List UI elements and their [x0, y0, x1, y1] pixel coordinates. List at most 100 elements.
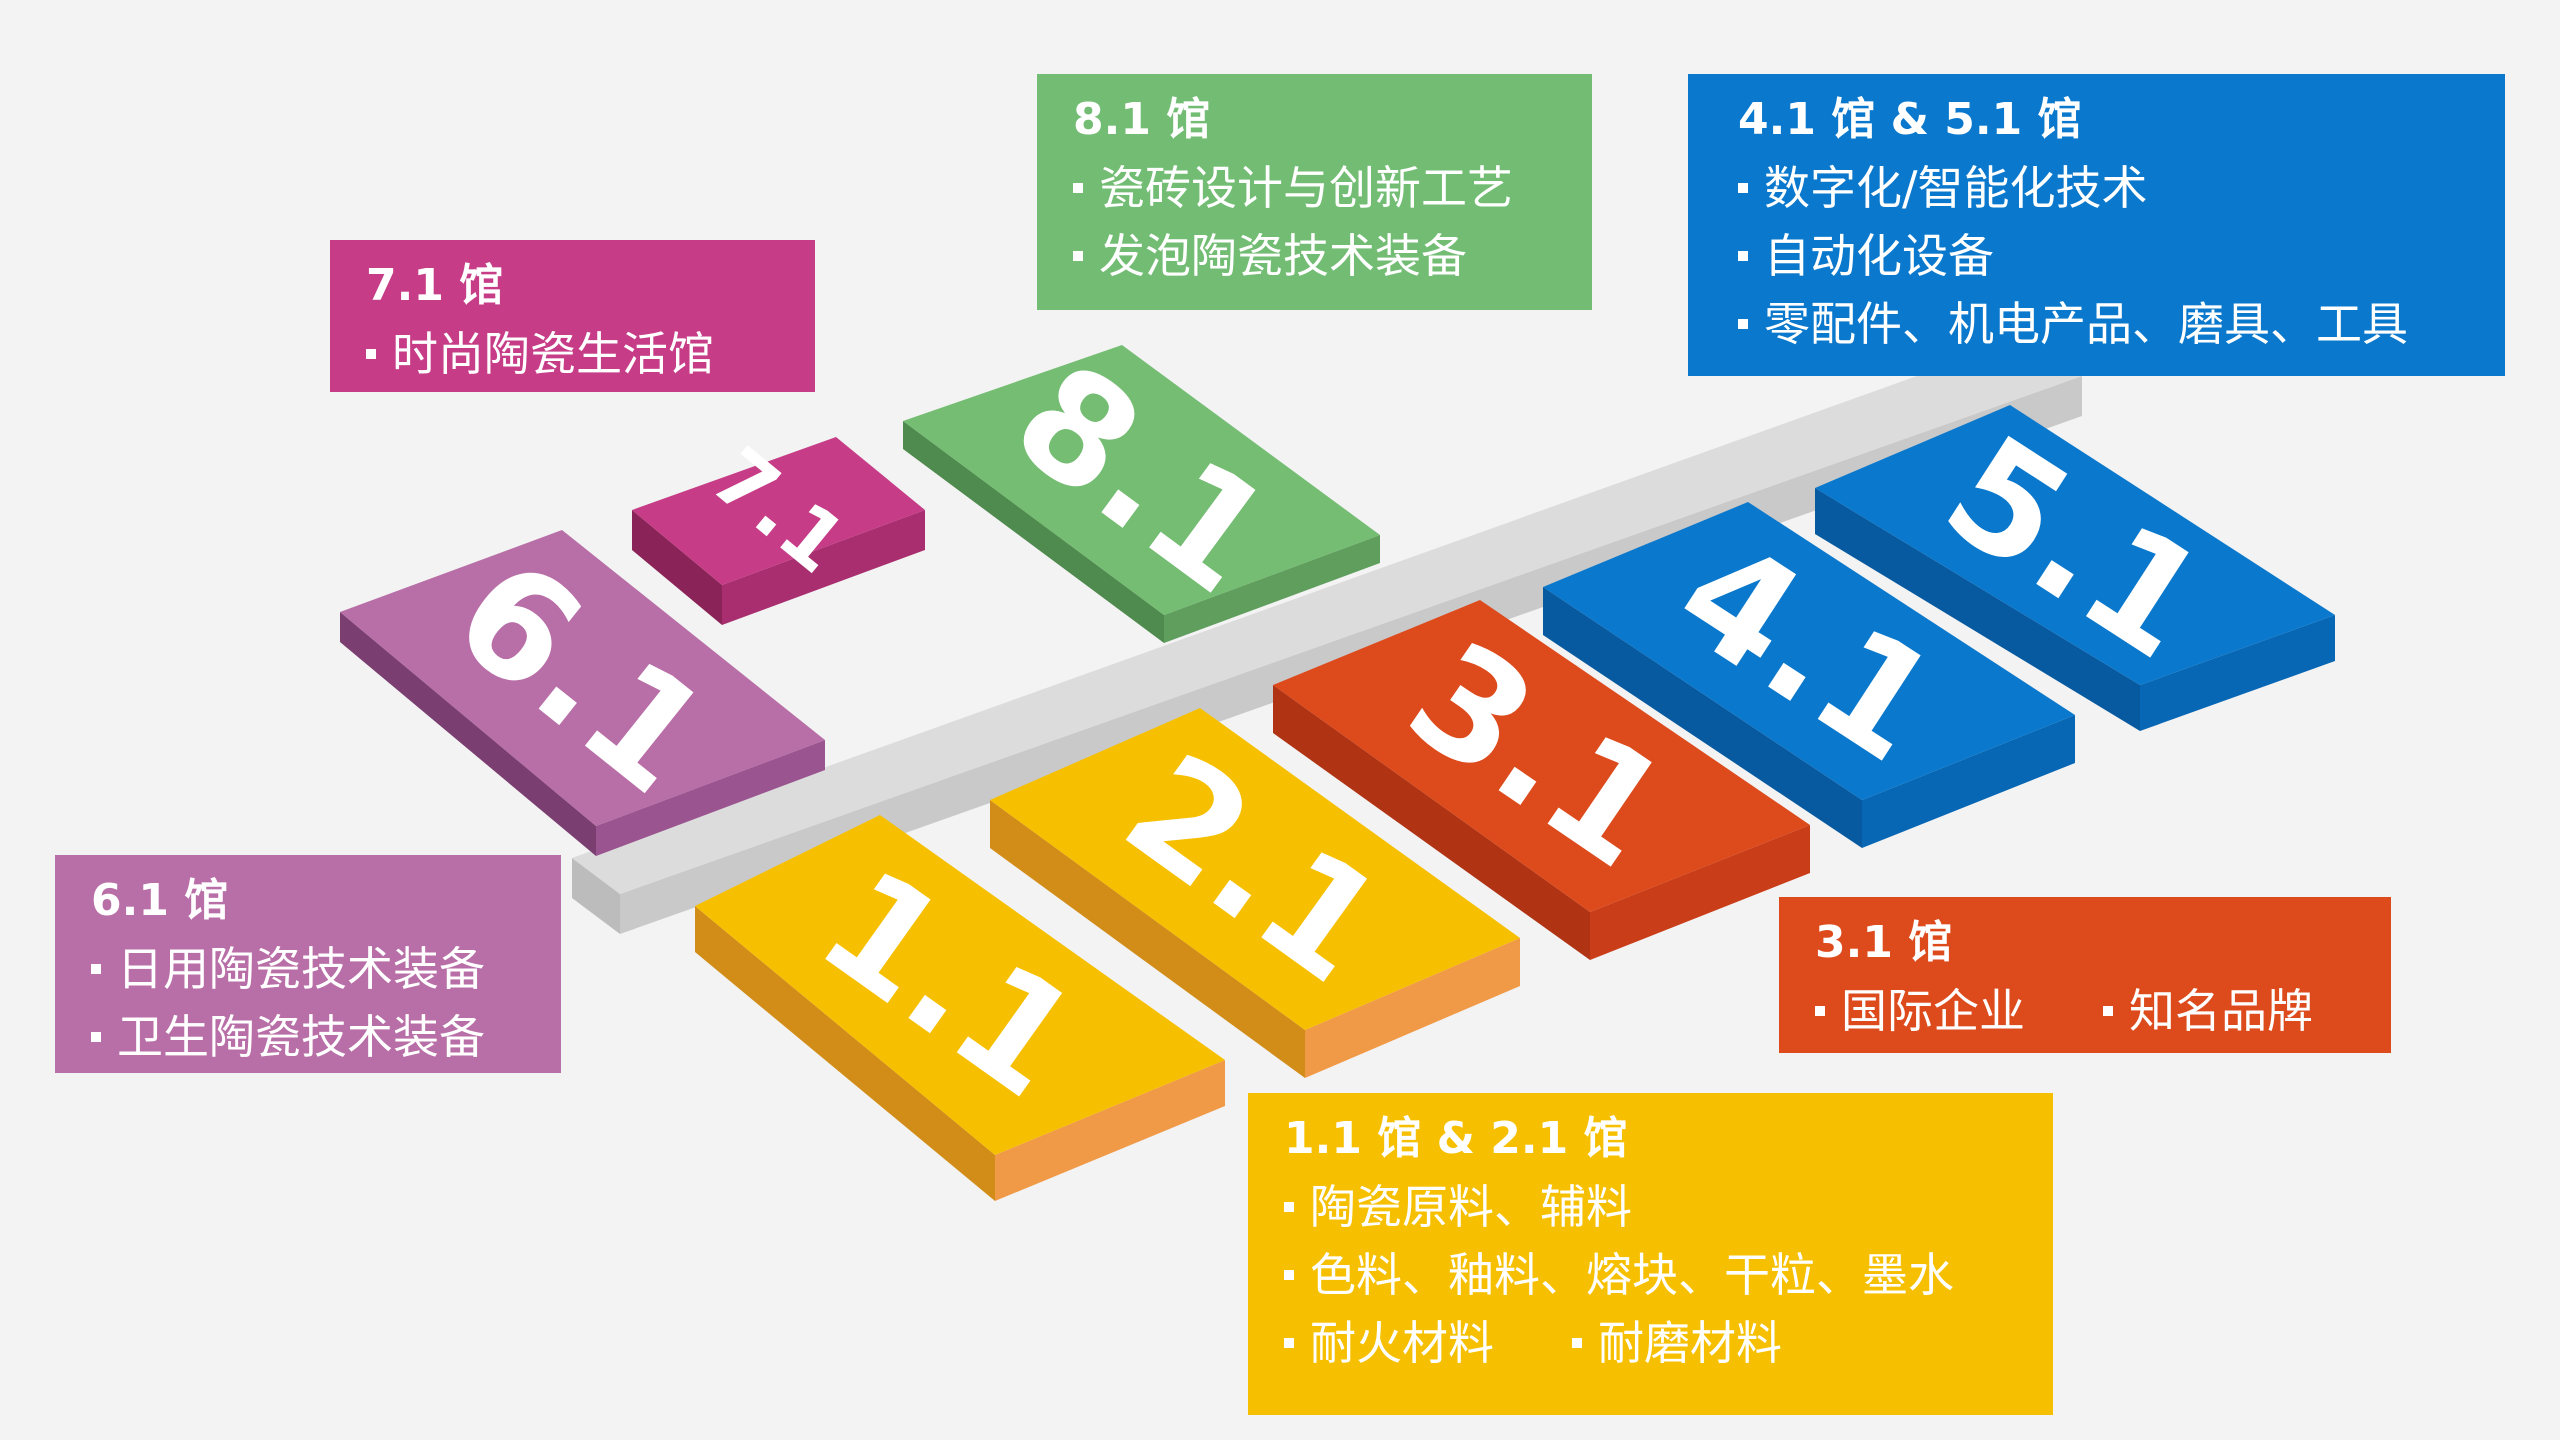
card-item-text: 数字化/智能化技术	[1764, 161, 2148, 215]
card-item: 耐火材料	[1284, 1312, 1494, 1374]
card-item: 陶瓷原料、辅料	[1284, 1176, 1632, 1238]
corridor-side	[572, 858, 620, 934]
hall-6-1-items: 日用陶瓷技术装备卫生陶瓷技术装备	[91, 938, 525, 1068]
hall-block-side	[1815, 488, 2140, 731]
bullet-icon	[91, 964, 101, 975]
card-item-text: 陶瓷原料、辅料	[1310, 1180, 1632, 1234]
bullet-icon	[1284, 1202, 1294, 1213]
card-item-text: 色料、釉料、熔块、干粒、墨水	[1310, 1248, 1954, 1303]
hall-4-5-items: 数字化/智能化技术自动化设备零配件、机电产品、磨具、工具	[1738, 157, 2469, 355]
bullet-icon	[1815, 1006, 1825, 1017]
card-row: 陶瓷原料、辅料	[1284, 1176, 2017, 1238]
hall-block-side	[990, 800, 1305, 1078]
hall-block-front	[1164, 535, 1380, 643]
card-item: 色料、釉料、熔块、干粒、墨水	[1284, 1244, 1954, 1306]
hall-block-top	[1543, 502, 2075, 800]
hall-3-1-card: 3.1 馆 国际企业 知名品牌	[1779, 897, 2391, 1053]
card-item: 国际企业	[1815, 980, 2025, 1042]
card-row: 自动化设备	[1738, 225, 2469, 287]
bullet-icon	[1738, 251, 1748, 262]
card-row: 瓷砖设计与创新工艺	[1073, 157, 1556, 219]
card-item: 自动化设备	[1738, 225, 1994, 287]
hall-8-1-card: 8.1 馆 瓷砖设计与创新工艺发泡陶瓷技术装备	[1037, 74, 1592, 310]
card-item-text: 耐磨材料	[1598, 1316, 1782, 1371]
hall-7-1-items: 时尚陶瓷生活馆	[366, 323, 779, 385]
hall-block-front	[1590, 825, 1810, 960]
hall-block-top	[695, 815, 1225, 1155]
hall-block-top	[632, 437, 925, 585]
card-item: 零配件、机电产品、磨具、工具	[1738, 293, 2408, 355]
hall-6-1-title: 6.1 馆	[91, 875, 229, 926]
hall-block-6-1: 6.1	[340, 526, 825, 856]
card-item-text: 自动化设备	[1764, 229, 1994, 284]
card-item: 瓷砖设计与创新工艺	[1073, 157, 1513, 219]
bullet-icon	[1284, 1338, 1294, 1349]
hall-block-5-1: 5.1	[1815, 403, 2335, 731]
hall-block-3-1: 3.1	[1273, 600, 1810, 960]
bullet-icon	[366, 349, 376, 360]
card-item-text: 发泡陶瓷技术装备	[1099, 229, 1467, 284]
card-item-text: 知名品牌	[2129, 984, 2313, 1038]
card-row: 国际企业 知名品牌	[1815, 980, 2355, 1042]
hall-block-front	[596, 740, 825, 856]
hall-block-front	[722, 510, 925, 625]
card-item: 知名品牌	[2103, 980, 2313, 1042]
card-row: 日用陶瓷技术装备	[91, 938, 525, 1000]
bullet-icon	[1738, 319, 1748, 330]
card-row: 数字化/智能化技术	[1738, 157, 2469, 219]
hall-block-top	[340, 530, 825, 826]
hall-block-side	[340, 612, 596, 856]
bullet-icon	[1073, 251, 1083, 262]
hall-4-5-card: 4.1 馆 & 5.1 馆 数字化/智能化技术自动化设备零配件、机电产品、磨具、…	[1688, 74, 2505, 376]
card-item-text: 瓷砖设计与创新工艺	[1099, 161, 1513, 215]
hall-block-top	[1815, 405, 2335, 685]
hall-block-top	[990, 708, 1520, 1030]
hall-block-front	[1305, 938, 1520, 1078]
bullet-icon	[1738, 183, 1748, 194]
hall-4-5-title: 4.1 馆 & 5.1 馆	[1738, 94, 2082, 145]
bullet-icon	[1073, 183, 1083, 194]
hall-block-top	[903, 345, 1380, 615]
card-row: 发泡陶瓷技术装备	[1073, 225, 1556, 287]
hall-block-side	[903, 421, 1164, 643]
card-row: 零配件、机电产品、磨具、工具	[1738, 293, 2469, 355]
card-item: 时尚陶瓷生活馆	[366, 323, 714, 385]
corridor-top	[572, 372, 2082, 894]
hall-block-front	[1862, 715, 2075, 848]
bullet-icon	[1572, 1338, 1582, 1349]
card-item: 卫生陶瓷技术装备	[91, 1006, 485, 1068]
hall-7-1-card: 7.1 馆 时尚陶瓷生活馆	[330, 240, 815, 392]
card-item-text: 零配件、机电产品、磨具、工具	[1764, 297, 2408, 352]
card-item-text: 国际企业	[1841, 984, 2025, 1038]
card-item-text: 耐火材料	[1310, 1316, 1494, 1371]
bullet-icon	[1284, 1270, 1294, 1281]
bullet-icon	[2103, 1006, 2113, 1017]
card-item: 日用陶瓷技术装备	[91, 938, 485, 1000]
hall-block-2-1: 2.1	[990, 708, 1520, 1078]
hall-block-4-1: 4.1	[1543, 502, 2075, 848]
hall-6-1-card: 6.1 馆 日用陶瓷技术装备卫生陶瓷技术装备	[55, 855, 561, 1073]
hall-7-1-title: 7.1 馆	[366, 260, 504, 311]
hall-1-2-card: 1.1 馆 & 2.1 馆 陶瓷原料、辅料色料、釉料、熔块、干粒、墨水耐火材料耐…	[1248, 1093, 2053, 1415]
hall-block-side	[1543, 587, 1862, 848]
card-row: 耐火材料 耐磨材料	[1284, 1312, 2017, 1374]
card-row: 色料、釉料、熔块、干粒、墨水	[1284, 1244, 2017, 1306]
hall-block-side	[1273, 685, 1590, 960]
card-item: 耐磨材料	[1572, 1312, 1782, 1374]
card-row: 时尚陶瓷生活馆	[366, 323, 779, 385]
hall-block-top	[1273, 600, 1810, 912]
hall-3-1-items: 国际企业 知名品牌	[1815, 980, 2355, 1042]
hall-8-1-title: 8.1 馆	[1073, 94, 1211, 145]
card-item-text: 卫生陶瓷技术装备	[117, 1010, 485, 1065]
hall-1-2-title: 1.1 馆 & 2.1 馆	[1284, 1113, 1628, 1164]
hall-block-side	[632, 510, 722, 625]
card-item: 数字化/智能化技术	[1738, 157, 2148, 219]
hall-3-1-title: 3.1 馆	[1815, 917, 1953, 968]
card-item-text: 时尚陶瓷生活馆	[392, 327, 714, 381]
hall-block-side	[695, 906, 995, 1201]
card-row: 卫生陶瓷技术装备	[91, 1006, 525, 1068]
hall-8-1-items: 瓷砖设计与创新工艺发泡陶瓷技术装备	[1073, 157, 1556, 287]
hall-block-front	[2140, 615, 2335, 731]
